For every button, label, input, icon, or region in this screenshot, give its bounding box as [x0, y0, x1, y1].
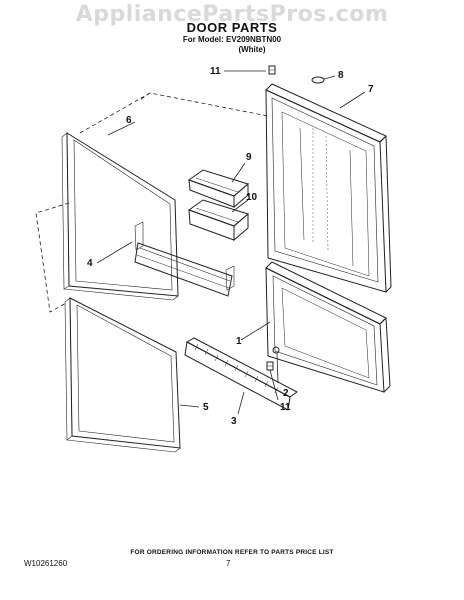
callout-3: 3	[231, 416, 237, 427]
callout-11-top: 11	[210, 66, 221, 77]
freezer-door-liner	[265, 261, 391, 393]
hinge-pin-bottom	[266, 361, 274, 371]
color-line: (White)	[238, 45, 266, 54]
door-shelf-long	[134, 221, 235, 297]
fresh-food-door-liner	[265, 83, 392, 293]
fresh-food-door-panel	[61, 132, 179, 301]
leader-lines	[96, 70, 366, 415]
page-number: 7	[226, 559, 231, 568]
callout-4: 4	[87, 258, 93, 269]
callout-8: 8	[338, 70, 344, 81]
trim-strip	[184, 337, 298, 411]
model-line: For Model: EV209NBTN00	[182, 35, 282, 44]
callout-2: 2	[283, 388, 289, 399]
callout-5: 5	[203, 402, 209, 413]
assembly-dashed-lines	[35, 92, 269, 313]
ordering-note: FOR ORDERING INFORMATION REFER TO PARTS …	[130, 549, 334, 556]
page-title: DOOR PARTS	[186, 20, 278, 35]
door-bin-upper	[187, 169, 250, 209]
callout-7: 7	[368, 84, 374, 95]
hinge-pin-top	[268, 65, 276, 75]
document-id: W10261260	[24, 559, 68, 568]
freezer-door-panel	[64, 297, 181, 453]
callout-11-bottom: 11	[280, 402, 291, 413]
callout-6: 6	[126, 115, 132, 126]
door-bin-lower	[187, 199, 250, 242]
screw	[272, 346, 280, 354]
callout-10: 10	[246, 192, 258, 203]
callout-9: 9	[246, 152, 252, 163]
callout-1: 1	[236, 336, 242, 347]
watermark: AppliancePartsPros.com	[75, 2, 389, 27]
hole-plug	[311, 76, 325, 84]
